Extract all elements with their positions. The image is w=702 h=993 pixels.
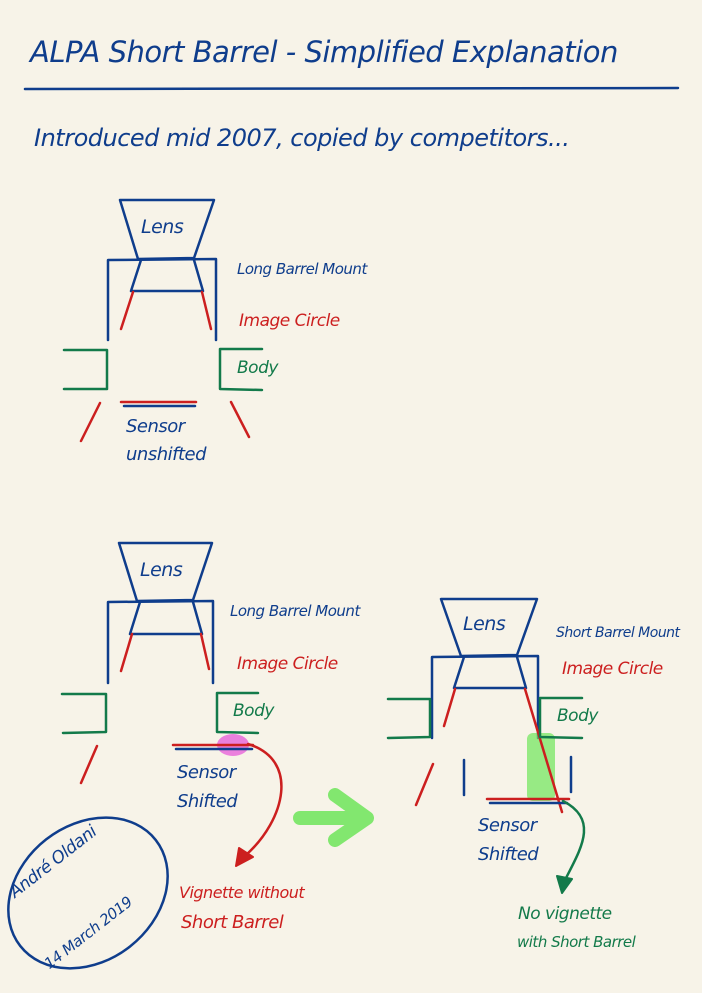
image-circle-left-lower-ray — [79, 744, 99, 785]
body-label: Body — [233, 701, 274, 721]
body-left — [386, 697, 432, 740]
mount-inner-trapezoid — [452, 655, 528, 690]
sensor-state-label: unshifted — [126, 444, 207, 465]
sensor-label: Sensor — [177, 762, 236, 783]
sensor-label: Sensor — [126, 416, 185, 437]
image-circle-left-ray — [442, 687, 457, 728]
mount-label: Long Barrel Mount — [230, 602, 360, 620]
no-vignette-highlight-green — [527, 733, 555, 801]
no-vignette-note-line2: with Short Barrel — [517, 933, 636, 951]
lens-label: Lens — [140, 559, 183, 581]
diagram-top — [62, 198, 264, 443]
body-right — [538, 696, 584, 740]
diagram-right — [386, 597, 586, 894]
vignette-note-line2: Short Barrel — [181, 912, 284, 933]
mount-label: Long Barrel Mount — [237, 260, 367, 278]
mount-label: Short Barrel Mount — [556, 625, 680, 641]
image-circle-left-ray — [119, 290, 135, 331]
mount-inner-trapezoid — [129, 258, 205, 293]
body-label: Body — [557, 706, 598, 726]
image-circle-right-lower-ray — [229, 400, 251, 439]
vignette-arrow — [244, 742, 283, 857]
body-left — [62, 348, 109, 391]
long-barrel-mount — [106, 599, 215, 685]
sensor-state-label: Shifted — [478, 844, 539, 865]
short-barrel-mount — [430, 654, 540, 740]
image-circle-right-ray — [199, 632, 211, 671]
image-circle-left-lower-ray — [414, 762, 435, 807]
page-title: ALPA Short Barrel - Simplified Explanati… — [30, 35, 618, 69]
image-circle-left-lower-ray — [79, 401, 102, 443]
no-vignette-arrowhead — [556, 875, 573, 894]
mount-inner-trapezoid — [128, 600, 204, 636]
signature-oval — [7, 816, 169, 970]
lens-label: Lens — [141, 216, 184, 238]
image-circle-right-ray — [523, 687, 564, 814]
long-barrel-mount — [106, 257, 218, 342]
image-circle-label: Image Circle — [562, 659, 663, 679]
sensor-label: Sensor — [478, 815, 537, 836]
image-circle-label: Image Circle — [239, 311, 340, 331]
transition-arrow — [293, 788, 374, 847]
no-vignette-arrow — [561, 799, 586, 882]
image-circle-label: Image Circle — [237, 654, 338, 674]
lens-label: Lens — [463, 613, 506, 635]
page-subtitle: Introduced mid 2007, copied by competito… — [34, 124, 570, 152]
no-vignette-note-line1: No vignette — [518, 904, 612, 924]
body-left — [60, 692, 108, 735]
sensor-state-label: Shifted — [177, 791, 238, 812]
vignette-note-line1: Vignette without — [179, 883, 305, 902]
title-underline — [23, 86, 680, 91]
body-label: Body — [237, 358, 278, 378]
image-circle-right-ray — [200, 290, 213, 331]
diagram-left — [60, 541, 283, 867]
image-circle-left-ray — [119, 632, 134, 673]
vignette-arrowhead — [235, 847, 254, 867]
body-right — [218, 347, 264, 392]
body-right — [215, 691, 260, 735]
